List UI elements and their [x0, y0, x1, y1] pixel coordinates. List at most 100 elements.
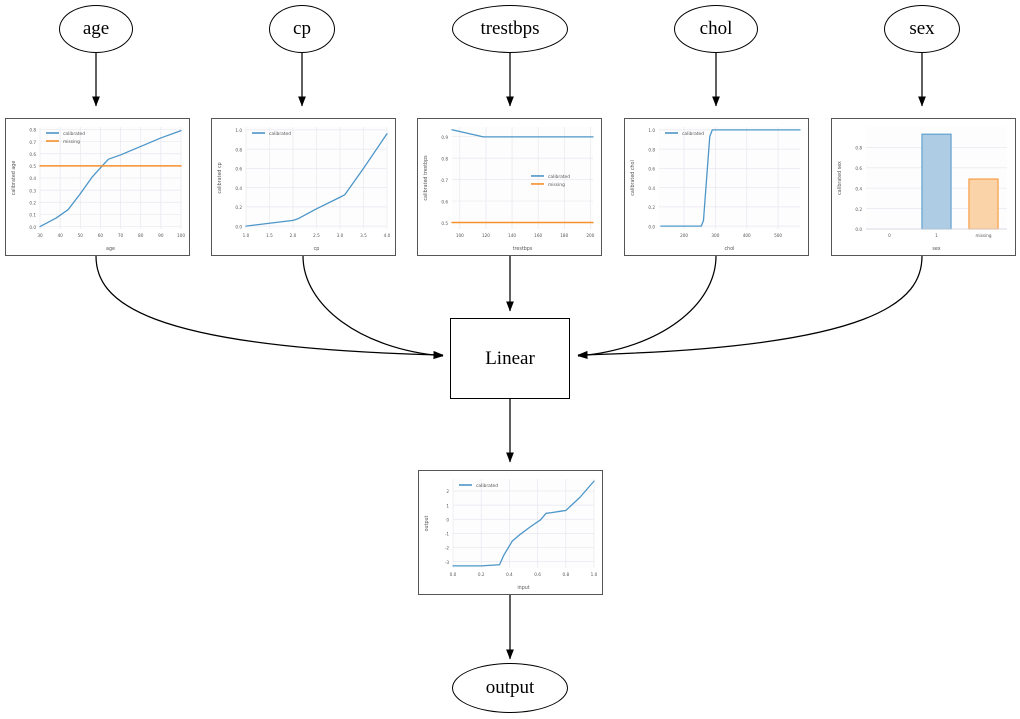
edge-cholchart-to-linear	[577, 255, 717, 360]
svg-text:0.5: 0.5	[441, 221, 448, 226]
svg-text:-1: -1	[445, 532, 450, 537]
svg-text:2: 2	[446, 489, 449, 494]
edge-sexchart-to-linear	[577, 255, 923, 359]
svg-text:1.0: 1.0	[235, 128, 242, 133]
svg-text:2.5: 2.5	[313, 233, 320, 238]
svg-text:1.0: 1.0	[591, 572, 598, 577]
svg-text:3.5: 3.5	[360, 233, 367, 238]
chart-panel-chol[interactable]: 0.0 0.2 0.4 0.6 0.8 1.0 200 300 400 500 chol calibr…	[624, 118, 809, 256]
svg-text:200: 200	[680, 233, 688, 238]
node-age[interactable]: age	[59, 5, 133, 53]
svg-text:0: 0	[446, 517, 449, 522]
svg-text:3.0: 3.0	[337, 233, 344, 238]
node-linear-label: Linear	[485, 347, 535, 369]
svg-text:0.2: 0.2	[478, 572, 485, 577]
svg-text:output: output	[424, 515, 430, 531]
svg-text:4.0: 4.0	[384, 233, 391, 238]
svg-text:30: 30	[37, 233, 43, 238]
svg-text:age: age	[106, 247, 115, 252]
svg-text:0.0: 0.0	[29, 225, 36, 230]
edge-agechart-to-linear	[95, 255, 444, 359]
svg-text:trestbps: trestbps	[513, 246, 533, 252]
svg-text:-2: -2	[445, 546, 450, 551]
svg-text:cp: cp	[314, 247, 320, 252]
node-cp[interactable]: cp	[269, 5, 335, 53]
svg-text:500: 500	[774, 233, 782, 238]
node-sex[interactable]: sex	[884, 5, 960, 53]
svg-text:200: 200	[586, 233, 594, 238]
svg-text:180: 180	[560, 233, 568, 238]
svg-text:1.5: 1.5	[266, 233, 273, 238]
svg-text:0.8: 0.8	[29, 128, 36, 133]
svg-text:0.2: 0.2	[235, 205, 242, 210]
edge-cpchart-to-linear	[302, 255, 444, 360]
node-linear[interactable]: Linear	[450, 318, 570, 399]
svg-text:missing: missing	[975, 233, 991, 238]
svg-text:0.4: 0.4	[506, 572, 513, 577]
svg-text:80: 80	[138, 233, 144, 238]
svg-text:300: 300	[711, 233, 719, 238]
svg-text:100: 100	[456, 233, 464, 238]
svg-text:160: 160	[534, 233, 542, 238]
svg-text:calibrated: calibrated	[548, 174, 570, 180]
svg-text:input: input	[517, 585, 529, 591]
svg-text:0.7: 0.7	[29, 140, 36, 145]
svg-text:0.2: 0.2	[855, 207, 862, 212]
svg-text:missing: missing	[548, 182, 565, 188]
svg-text:400: 400	[743, 233, 751, 238]
svg-text:0.3: 0.3	[29, 188, 36, 193]
node-sex-label: sex	[909, 18, 935, 39]
svg-text:0.4: 0.4	[29, 176, 36, 181]
svg-text:calibrated sex: calibrated sex	[837, 161, 843, 195]
svg-text:calibrated: calibrated	[269, 131, 291, 137]
svg-text:60: 60	[98, 233, 104, 238]
node-chol[interactable]: chol	[674, 5, 758, 53]
node-trestbps[interactable]: trestbps	[452, 5, 568, 53]
svg-text:0.6: 0.6	[855, 166, 862, 171]
svg-text:calibrated: calibrated	[682, 131, 704, 137]
svg-text:90: 90	[158, 233, 164, 238]
svg-text:120: 120	[482, 233, 490, 238]
svg-text:calibrated: calibrated	[476, 483, 498, 489]
svg-text:0.8: 0.8	[562, 572, 569, 577]
svg-text:0.1: 0.1	[29, 213, 36, 218]
svg-text:0.4: 0.4	[235, 186, 242, 191]
svg-text:0.0: 0.0	[450, 572, 457, 577]
svg-text:0.8: 0.8	[235, 147, 242, 152]
svg-text:0.8: 0.8	[855, 146, 862, 151]
node-output[interactable]: output	[452, 663, 568, 713]
svg-text:0.0: 0.0	[648, 224, 655, 229]
svg-text:-3: -3	[445, 560, 450, 565]
svg-text:0: 0	[888, 233, 891, 238]
svg-text:calibrated: calibrated	[63, 131, 85, 137]
svg-text:0.5: 0.5	[29, 164, 36, 169]
svg-text:0.4: 0.4	[855, 186, 862, 191]
svg-text:0.0: 0.0	[855, 227, 862, 232]
svg-text:0.8: 0.8	[648, 147, 655, 152]
svg-text:0.6: 0.6	[648, 167, 655, 172]
svg-text:0.6: 0.6	[235, 167, 242, 172]
node-chol-label: chol	[699, 18, 733, 39]
svg-text:1.0: 1.0	[648, 128, 655, 133]
svg-text:chol: chol	[725, 246, 735, 252]
svg-text:0.2: 0.2	[648, 205, 655, 210]
svg-text:0.6: 0.6	[534, 572, 541, 577]
svg-text:0.4: 0.4	[648, 186, 655, 191]
svg-text:100: 100	[177, 233, 185, 238]
svg-text:0.7: 0.7	[441, 178, 448, 183]
svg-text:calibrated cp: calibrated cp	[217, 162, 223, 193]
svg-text:0.9: 0.9	[441, 135, 448, 140]
svg-text:0.6: 0.6	[441, 199, 448, 204]
svg-text:missing: missing	[63, 139, 80, 145]
node-age-label: age	[82, 18, 110, 39]
node-output-label: output	[485, 677, 535, 698]
svg-text:0.6: 0.6	[29, 152, 36, 157]
svg-text:sex: sex	[932, 247, 940, 252]
node-cp-label: cp	[293, 18, 311, 39]
